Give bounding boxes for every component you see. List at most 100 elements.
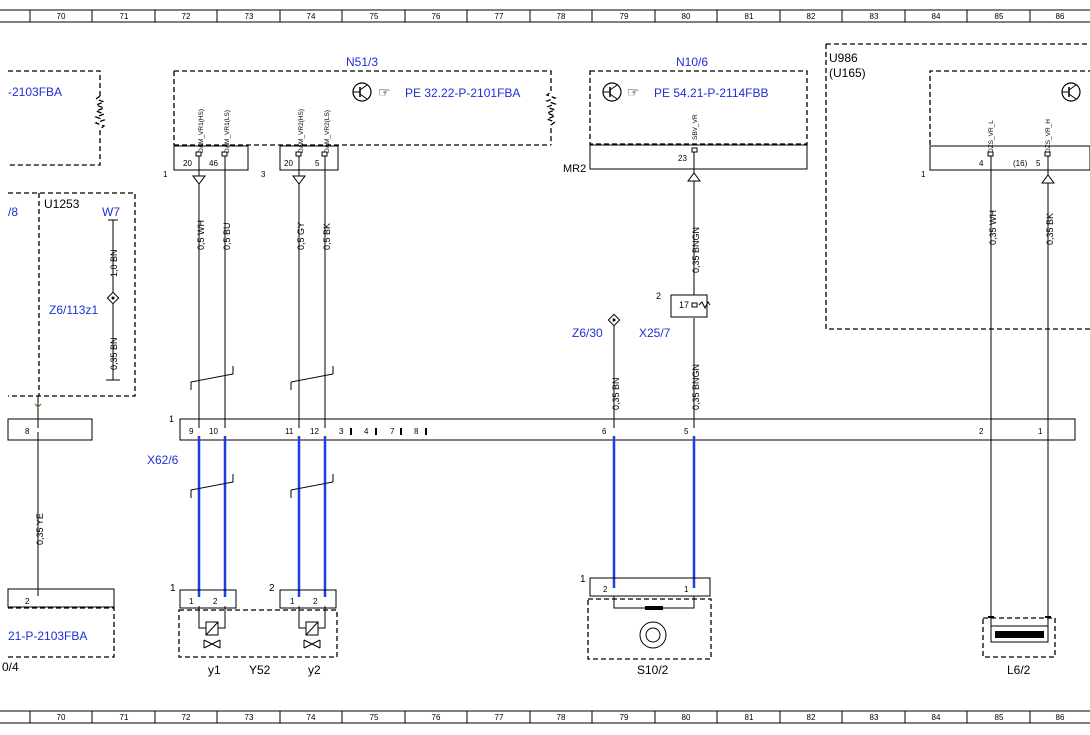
pin-y2-1: 1 — [290, 597, 295, 606]
ruler-bottom-85: 85 — [995, 713, 1004, 722]
wire-0-35-bk: 0,35 BK — [1045, 213, 1055, 245]
n51-3-wires — [190, 156, 334, 428]
wire-0-5-bk: 0,5 BK — [322, 223, 332, 250]
z6-113z1-label: Z6/113z1 — [49, 303, 98, 317]
ruler-top-70: 70 — [57, 12, 66, 21]
pin-y1-1: 1 — [189, 597, 194, 606]
ruler-top-78: 78 — [557, 12, 566, 21]
left-top-component: -2103FBA — [8, 70, 106, 166]
pin-x62-7: 7 — [390, 427, 395, 436]
solenoid-valve-icon — [198, 606, 226, 649]
pin-left-8: 8 — [25, 427, 30, 436]
left-bottom-component: 2 21-P-2103FBA 0/4 — [2, 588, 115, 674]
n51-3-module: N51/3 ☞ PE 32.22-P-2101FBA DAM_VR1(HS) D… — [163, 55, 557, 185]
ruler-bottom-76: 76 — [432, 713, 441, 722]
x25-7-label: X25/7 — [639, 326, 671, 340]
left-top-ref: -2103FBA — [8, 85, 62, 99]
l6-2-label: L6/2 — [1007, 663, 1031, 677]
ruler-top-82: 82 — [807, 12, 816, 21]
ruler-top: 70 71 72 73 74 75 76 77 78 79 80 81 82 8… — [0, 9, 1090, 23]
pin-4: 4 — [979, 159, 984, 168]
left-bottom-ref: 21-P-2103FBA — [8, 629, 87, 643]
u986-wires — [990, 156, 1049, 617]
conn-u986-1: 1 — [921, 170, 926, 179]
ruler-top-71: 71 — [120, 12, 129, 21]
ruler-top-85: 85 — [995, 12, 1004, 21]
pin-x62-12: 12 — [310, 427, 319, 436]
x62-6-label: X62/6 — [147, 453, 179, 467]
ruler-top-86: 86 — [1056, 12, 1065, 21]
y52-valve-block: 1 2 1 2 1 2 y1 Y52 y2 — [170, 583, 338, 677]
transistor-icon — [602, 82, 622, 102]
pin-bottom-left-2: 2 — [25, 597, 30, 606]
transistor-icon — [1061, 82, 1081, 102]
pin-20a: 20 — [183, 159, 192, 168]
u986-module: U986 (U165) DZS_VR_L DZS_VR_H 4 (16) 5 1 — [825, 43, 1090, 330]
conn-y1-1: 1 — [170, 583, 176, 594]
pin-label-dam-vr2-hs: DAM_VR2(HS) — [298, 109, 305, 153]
sensor-icon — [639, 621, 667, 649]
wire-0-35-wh: 0,35 WH — [988, 210, 998, 245]
pin-20b: 20 — [284, 159, 293, 168]
ruler-top-72: 72 — [182, 12, 191, 21]
ruler-top-80: 80 — [682, 12, 691, 21]
ruler-top-77: 77 — [495, 12, 504, 21]
pin-x62-9: 9 — [189, 427, 194, 436]
n10-6-label: N10/6 — [676, 55, 708, 69]
pin-y1-2: 2 — [213, 597, 218, 606]
ruler-bottom-86: 86 — [1056, 713, 1065, 722]
pin-s10-2: 2 — [603, 585, 608, 594]
s10-2-label: S10/2 — [637, 663, 669, 677]
ruler-bottom-77: 77 — [495, 713, 504, 722]
ruler-bottom-83: 83 — [870, 713, 879, 722]
ruler-bottom: 70 71 72 73 74 75 76 77 78 79 80 81 82 8… — [0, 710, 1090, 724]
wire-0-35-bn-u1253: 0,35 BN — [109, 337, 119, 370]
pin-label-dam-vr2-ls: DAM_VR2(LS) — [324, 110, 331, 153]
y1-label: y1 — [208, 663, 221, 677]
ruler-bottom-75: 75 — [370, 713, 379, 722]
n10-6-wires — [670, 152, 711, 428]
frag-4-label: 0/4 — [2, 660, 19, 674]
pointing-hand-icon: ☞ — [378, 84, 391, 100]
ruler-top-84: 84 — [932, 12, 941, 21]
pin-x62-1: 1 — [1038, 427, 1043, 436]
ruler-bottom-82: 82 — [807, 713, 816, 722]
ruler-bottom-71: 71 — [120, 713, 129, 722]
pin-s10-1: 1 — [684, 585, 689, 594]
wire-0-35-bngn-top: 0,35 BNGN — [691, 227, 701, 273]
y52-label: Y52 — [249, 663, 271, 677]
conn-3: 3 — [261, 170, 266, 179]
z6-30-node: Z6/30 0,35 BN — [572, 313, 621, 428]
conn-y2-2: 2 — [269, 583, 275, 594]
wire-0-35-bngn-bottom: 0,35 BNGN — [691, 364, 701, 410]
left-ye-wire: 0,35 YE — [34, 396, 45, 596]
pin-label-dam-vr1-ls: DAM_VR1(LS) — [224, 110, 231, 153]
ruler-top-79: 79 — [620, 12, 629, 21]
ruler-bottom-79: 79 — [620, 713, 629, 722]
pin-23: 23 — [678, 154, 687, 163]
u1253-label: U1253 — [44, 197, 80, 211]
x62-6-connector: 1 X62/6 9 10 11 12 3 4 7 8 6 5 2 1 8 — [7, 414, 1076, 467]
wire-0-35-bn-z6: 0,35 BN — [611, 377, 621, 410]
wire-0-5-gy: 0,5 GY — [296, 222, 306, 250]
n10-6-ref: PE 54.21-P-2114FBB — [654, 86, 769, 100]
blue-wires — [197, 436, 696, 597]
z6-30-label: Z6/30 — [572, 326, 603, 340]
conn-x25-2: 2 — [656, 291, 661, 301]
pin-label-dzs-vr-l: DZS_VR_L — [988, 120, 995, 153]
ruler-top-76: 76 — [432, 12, 441, 21]
ruler-top-73: 73 — [245, 12, 254, 21]
pin-x62-8: 8 — [414, 427, 419, 436]
ruler-bottom-70: 70 — [57, 713, 66, 722]
pin-x62-6: 6 — [602, 427, 607, 436]
ruler-bottom-84: 84 — [932, 713, 941, 722]
transistor-icon — [352, 82, 372, 102]
y2-label: y2 — [308, 663, 321, 677]
ruler-top-83: 83 — [870, 12, 879, 21]
pin-label-sbv-vr: SBV_VR — [692, 114, 699, 140]
pin-y2-2: 2 — [313, 597, 318, 606]
ruler-top-74: 74 — [307, 12, 316, 21]
conn-x62-1: 1 — [169, 414, 174, 424]
ruler-bottom-78: 78 — [557, 713, 566, 722]
